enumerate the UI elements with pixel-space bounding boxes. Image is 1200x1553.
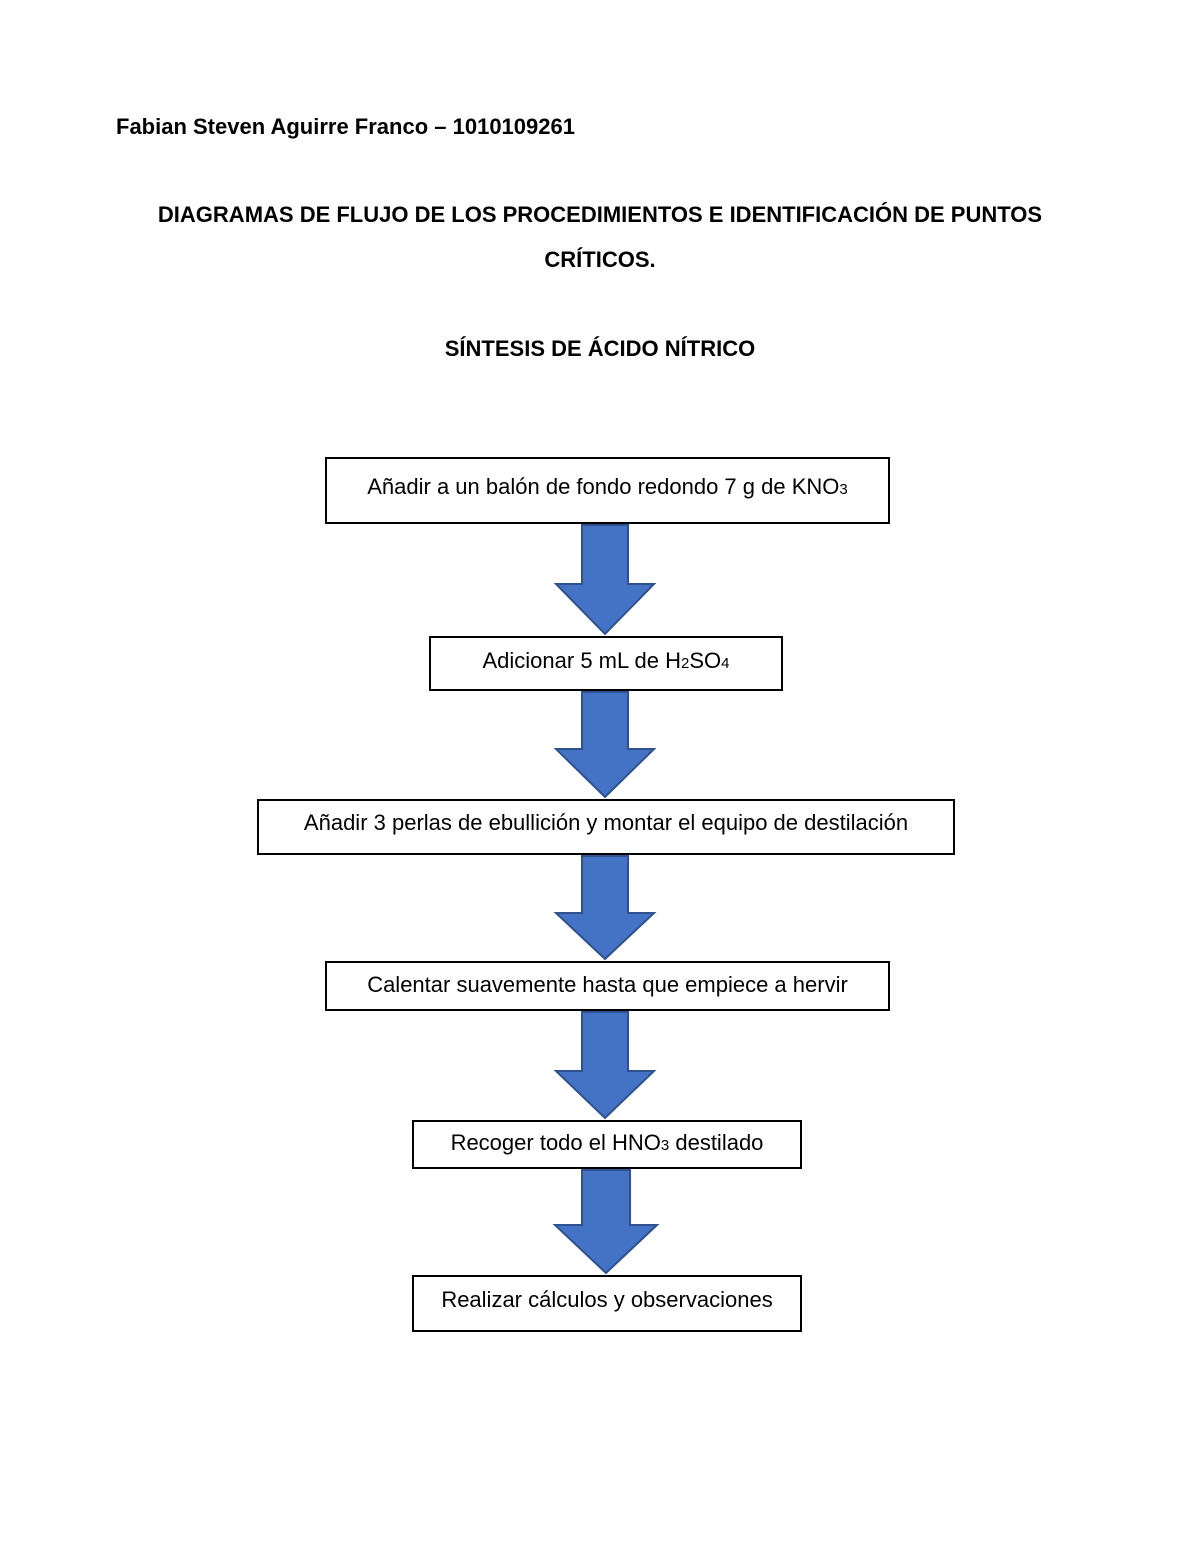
step-2-text-a: Adicionar 5 mL de H — [482, 648, 682, 673]
document-title-line-2: CRÍTICOS. — [544, 247, 656, 272]
step-2-text-b: SO — [689, 648, 722, 673]
step-1-subscript: 3 — [839, 481, 848, 498]
step-5-text-b: destilado — [669, 1130, 764, 1155]
step-3-text: Añadir 3 perlas de ebullición y montar e… — [303, 810, 909, 835]
step-6-text: Realizar cálculos y observaciones — [441, 1287, 773, 1312]
flow-arrow-2-down-icon — [553, 691, 657, 799]
step-5-subscript: 3 — [660, 1137, 670, 1154]
flowchart-step-5: Recoger todo el HNO3 destilado — [412, 1120, 802, 1169]
flowchart-step-4: Calentar suavemente hasta que empiece a … — [325, 961, 890, 1011]
step-4-text: Calentar suavemente hasta que empiece a … — [367, 972, 848, 997]
section-heading: SÍNTESIS DE ÁCIDO NÍTRICO — [444, 336, 756, 361]
flow-arrow-5-down-icon — [552, 1169, 660, 1275]
flow-arrow-4-down-icon — [553, 1011, 657, 1120]
flow-arrow-1-down-icon — [553, 524, 657, 636]
step-1-text: Añadir a un balón de fondo redondo 7 g d… — [367, 474, 840, 499]
author-line: Fabian Steven Aguirre Franco – 101010926… — [116, 114, 575, 139]
step-2-subscript-a: 2 — [681, 655, 690, 672]
flowchart-step-1: Añadir a un balón de fondo redondo 7 g d… — [325, 457, 890, 524]
flowchart-step-2: Adicionar 5 mL de H2SO4 — [429, 636, 783, 691]
step-2-subscript-b: 4 — [721, 655, 730, 672]
document-title-line-1: DIAGRAMAS DE FLUJO DE LOS PROCEDIMIENTOS… — [157, 202, 1043, 227]
flowchart-step-6: Realizar cálculos y observaciones — [412, 1275, 802, 1332]
flowchart-step-3: Añadir 3 perlas de ebullición y montar e… — [257, 799, 955, 855]
flow-arrow-3-down-icon — [553, 855, 657, 961]
step-5-text-a: Recoger todo el HNO — [450, 1130, 661, 1155]
